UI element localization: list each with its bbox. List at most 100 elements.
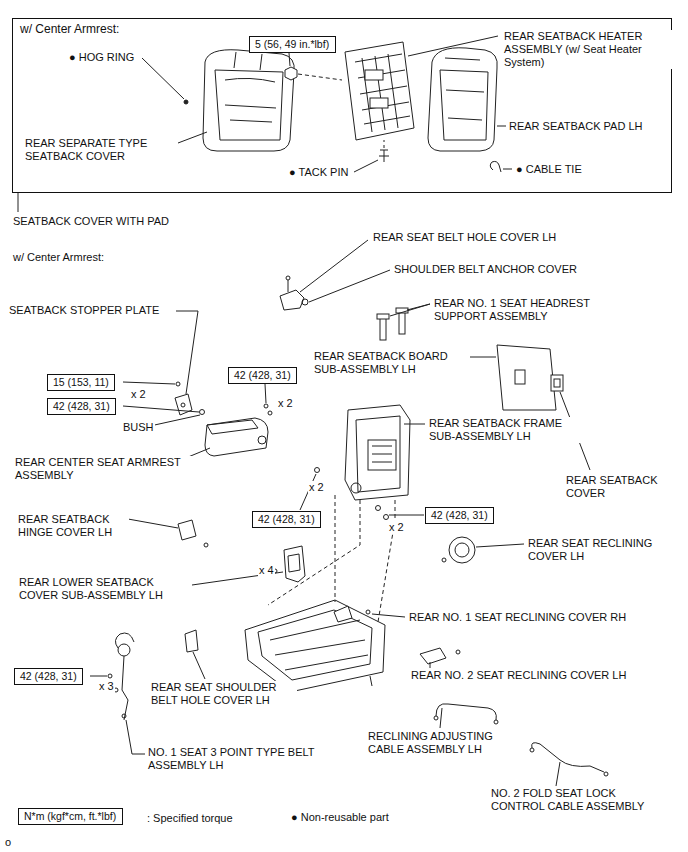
seatback-cover (215, 70, 283, 140)
part-label: : Specified torque (146, 812, 234, 825)
bolt-symbols (315, 468, 320, 473)
dashed-guide (335, 495, 336, 602)
part-label: REAR SEATBACK HEATER ASSEMBLY (w/ Seat H… (503, 30, 675, 69)
torque-box: 5 (56, 49 in.*lbf) (249, 36, 336, 53)
bolt-symbols (389, 515, 424, 516)
seatback-frame (345, 405, 425, 500)
stopper-plate (200, 410, 205, 415)
shoulder-belt-hole-cover (185, 630, 205, 679)
part-label: w/ Center Armrest: (12, 251, 105, 264)
part-label: BUSH (122, 421, 155, 434)
seat-belt (126, 720, 145, 754)
nut-symbol (285, 53, 342, 80)
reclining-cover-lh (455, 543, 469, 557)
seat-belt (90, 633, 145, 754)
stopper-plate (176, 311, 198, 394)
seatback-frame (404, 424, 425, 425)
part-label: REAR SEATBACK HINGE COVER LH (17, 513, 129, 539)
reclining-cable (440, 708, 442, 728)
stopper-plate (150, 415, 200, 426)
seatback-board (515, 370, 525, 384)
bolt-symbols (384, 515, 389, 520)
cable-tie (490, 161, 501, 172)
tack-pin (379, 150, 389, 162)
lock-cable (532, 743, 604, 772)
reclining-cover-lh (442, 537, 524, 563)
armrest (265, 384, 266, 403)
lock-cable (530, 748, 534, 752)
torque-value: 42 (428, 31) (53, 400, 110, 413)
seatback-frame (356, 416, 400, 492)
headrest-support (380, 318, 386, 340)
part-label: REAR SEPARATE TYPE SEATBACK COVER (24, 137, 176, 163)
seatback-pad (445, 58, 484, 120)
part-label: REAR SEAT SHOULDER BELT HOLE COVER LH (150, 681, 297, 707)
lower-seatback-cover (288, 554, 300, 572)
torque-box: 42 (428, 31) (252, 511, 321, 528)
seatback-frame (351, 483, 361, 493)
torque-box: 42 (428, 31) (47, 398, 116, 415)
reclining-cover-lh (449, 537, 475, 563)
heater-mat (362, 54, 398, 132)
lower-seatback-cover (192, 546, 305, 585)
seat-belt (122, 714, 126, 718)
reclining-cover-rh (334, 606, 352, 622)
part-label: ● Non-reusable part (290, 811, 390, 824)
seatback-cover (203, 50, 294, 151)
reclining-cover-lh-2 (420, 648, 446, 664)
quantity-label: x 2 (308, 481, 325, 494)
part-label: NO. 2 FOLD SEAT LOCK CONTROL CABLE ASSEM… (490, 787, 667, 813)
heater-mat (345, 42, 414, 140)
armrest (207, 420, 258, 434)
belt-hole-cover (280, 290, 304, 310)
cable-tie (490, 161, 512, 172)
torque-box: 42 (428, 31) (228, 367, 297, 384)
hinge-cover (128, 519, 208, 547)
part-label: ● TACK PIN (288, 166, 349, 179)
part-label: REAR LOWER SEATBACK COVER SUB-ASSEMBLY L… (18, 576, 185, 602)
reclining-cable (434, 716, 438, 720)
hinge-cover (178, 520, 196, 540)
reclining-cable (434, 704, 498, 728)
seatback-board (497, 345, 556, 410)
bolt-symbols (376, 506, 381, 511)
quantity-label: x 2 (277, 397, 294, 410)
part-label: SHOULDER BELT ANCHOR COVER (393, 263, 578, 276)
seat-belt (122, 656, 128, 720)
stopper-plate (123, 406, 199, 412)
belt-hole-cover (300, 240, 368, 292)
part-label: o (4, 836, 12, 849)
part-label: REAR SEATBACK BOARD SUB-ASSEMBLY LH (313, 350, 470, 376)
torque-box: 42 (428, 31) (14, 668, 83, 685)
tack-pin (384, 140, 385, 148)
group-heading: w/ Center Armrest: (20, 22, 119, 36)
stopper-plate (181, 403, 185, 407)
lock-cable (556, 762, 560, 786)
seat-cushion-frame (290, 676, 372, 700)
part-label: SEATBACK STOPPER PLATE (8, 304, 160, 317)
belt-hole-cover (286, 276, 290, 280)
heater-mat (365, 70, 383, 80)
hinge-cover (204, 543, 208, 547)
dashed-guide (378, 500, 395, 622)
torque-box: 15 (153, 11) (47, 374, 115, 391)
part-label: ● CABLE TIE (515, 163, 583, 176)
hog-ring-symbol (184, 100, 188, 104)
part-label: REAR SEAT BELT HOLE COVER LH (372, 231, 557, 244)
reclining-cover-lh (442, 558, 446, 562)
nut-symbol (289, 53, 290, 66)
reclining-cover-lh-2 (456, 650, 460, 654)
leader-line (18, 193, 19, 212)
seatback-cover-small (551, 375, 563, 391)
torque-value: 5 (56, 49 in.*lbf) (255, 38, 329, 51)
reclining-cover-lh-2 (420, 648, 460, 668)
armrest (264, 404, 268, 408)
stopper-plate (176, 382, 180, 386)
nut-symbol (298, 74, 342, 80)
seatback-pad (428, 48, 497, 151)
reclining-cable (436, 704, 496, 720)
headrest-support (377, 304, 430, 340)
quantity-label: x 4 (258, 564, 275, 577)
part-label: REAR CENTER SEAT ARMREST ASSEMBLY (14, 456, 196, 482)
